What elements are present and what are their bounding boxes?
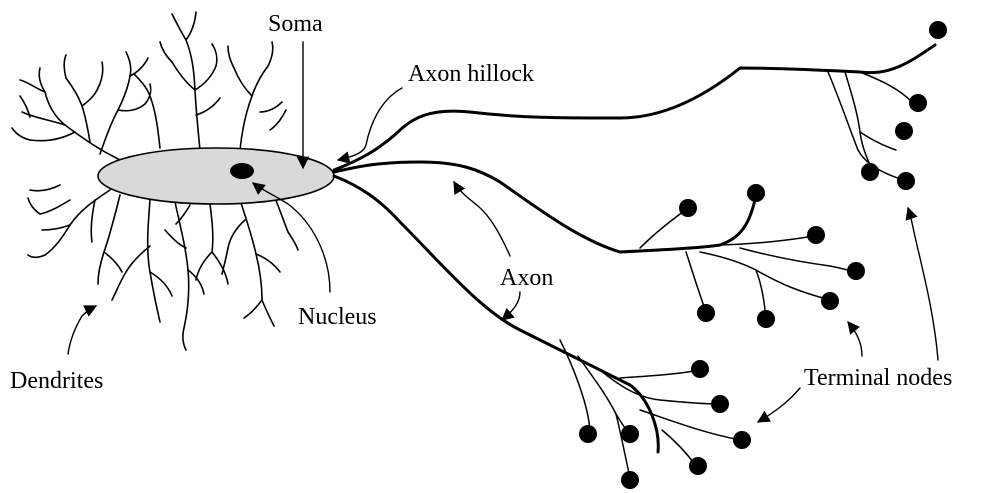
terminal-node [579,425,597,443]
axon-hillock-arrow [338,88,402,160]
terminal-node [861,163,879,181]
terminal-node [621,471,639,489]
soma-body [98,148,334,204]
dendrites-arrow [68,306,96,354]
dendrites-label: Dendrites [10,368,103,394]
terminal-node [807,226,825,244]
terminal-node [679,199,697,217]
terminal-node [733,431,751,449]
axon-hillock-label: Axon hillock [408,61,534,87]
terminal-node [821,292,839,310]
soma-label: Soma [268,11,323,37]
terminal-node [909,94,927,112]
terminal-node [689,457,707,475]
terminal-node [757,310,775,328]
terminal-node [847,262,865,280]
nucleus-label: Nucleus [298,304,377,330]
terminal-node [897,172,915,190]
nucleus-dot [230,163,254,179]
terminal-node [711,395,729,413]
terminal-node [691,360,709,378]
terminal-nodes-arrow-upper [908,208,938,360]
terminal-node [747,184,765,202]
terminal-node [895,122,913,140]
terminal-nodes-label: Terminal nodes [804,365,952,391]
terminal-node [929,21,947,39]
terminal-nodes-arrow-lower [758,388,800,422]
terminal-nodes-arrow-middle [848,322,862,356]
terminal-node [697,304,715,322]
terminal-node [621,425,639,443]
axon-label: Axon [500,265,553,291]
axon-arrow-lower [502,292,520,320]
axon-arrow-upper [454,182,510,256]
